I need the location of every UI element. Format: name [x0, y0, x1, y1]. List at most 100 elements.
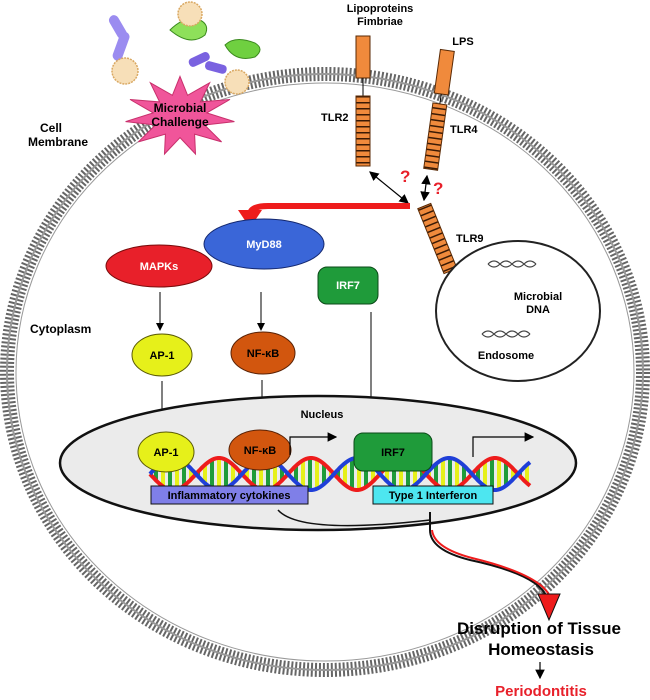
myd88-node	[203, 218, 325, 270]
dna-base-pair	[371, 466, 375, 482]
dna-base-pair	[301, 460, 305, 488]
dna-base-pair	[504, 462, 508, 486]
type1-interferon-label: Type 1 Interferon	[389, 490, 478, 502]
nfkb-nucleus-node	[228, 429, 292, 471]
question-mark-2: ?	[433, 179, 443, 198]
dna-base-pair	[385, 466, 389, 482]
dna-base-pair	[476, 467, 480, 481]
dna-base-pair	[455, 460, 459, 488]
nfkb-top-label: NF-κB	[247, 348, 279, 360]
dna-base-pair	[175, 458, 179, 490]
dna-base-pair	[441, 459, 445, 489]
disruption-label-1: Disruption of Tissue	[457, 619, 621, 638]
mapks-node	[105, 244, 213, 288]
dna-base-pair	[259, 458, 263, 490]
dna-base-pair	[434, 463, 438, 485]
transcription-arrow-2	[472, 432, 535, 457]
dna-base-pair	[322, 463, 326, 485]
endosome	[435, 240, 601, 382]
output-curved-arrow	[277, 509, 561, 622]
tlr4-tlr9-arrow	[420, 174, 431, 202]
tlr2-receptor	[355, 35, 371, 167]
nfkb-nucleus-label: NF-κB	[244, 445, 276, 457]
dna-base-pair	[217, 458, 221, 490]
dna-base-pair	[525, 464, 529, 484]
periodontitis-label: Periodontitis	[495, 683, 587, 700]
tlr9-label: TLR9	[456, 233, 484, 245]
dna-base-pair	[224, 459, 228, 489]
dna-base-pair	[168, 458, 172, 490]
dna-base-pair	[308, 458, 312, 490]
dna-base-pair	[294, 465, 298, 483]
dna-base-pair	[483, 461, 487, 487]
dna-helix-icon	[487, 260, 537, 268]
cell-membrane-label-1: Cell	[40, 121, 62, 135]
dna-base-pair	[315, 459, 319, 489]
irf7-nucleus-node	[353, 432, 433, 472]
tlr2-tlr9-arrow	[369, 171, 409, 204]
dna-base-pair	[448, 458, 452, 490]
dna-base-pair	[350, 458, 354, 490]
cell-membrane-label-2: Membrane	[28, 135, 88, 149]
dna-base-pair	[266, 458, 270, 490]
nucleus-label: Nucleus	[301, 409, 344, 421]
transcription-arrow-1	[289, 432, 338, 455]
lps-label: LPS	[452, 36, 473, 48]
dna-base-pair	[392, 460, 396, 488]
cytoplasm-label: Cytoplasm	[30, 322, 91, 336]
dna-base-pair	[364, 460, 368, 488]
dna-base-pair	[252, 462, 256, 486]
dna-base-pair	[413, 463, 417, 485]
dna-base-pair	[203, 464, 207, 484]
ap1-nucleus-node	[137, 431, 195, 473]
question-mark-1: ?	[400, 167, 410, 186]
tlr4-label: TLR4	[450, 124, 478, 136]
dna-base-pair	[329, 470, 333, 478]
dna-base-pair	[280, 467, 284, 481]
ap1-top-label: AP-1	[149, 350, 174, 362]
dna-base-pair	[336, 469, 340, 479]
dna-base-pair	[399, 458, 403, 490]
dna-base-pair	[154, 467, 158, 481]
dna-base-pair	[343, 463, 347, 485]
tlr9-to-myd88-arrow	[238, 203, 410, 228]
dna-base-pair	[273, 461, 277, 487]
dna-base-pair	[210, 459, 214, 489]
dna-base-pair	[182, 462, 186, 486]
dna-base-pair	[161, 461, 165, 487]
dna-base-pair	[427, 470, 431, 478]
cell-membrane	[0, 67, 650, 677]
dna-base-pair	[231, 464, 235, 484]
dna-base-pair	[189, 468, 193, 480]
endosome-label: Endosome	[478, 350, 534, 362]
microbial-challenge-burst: Microbial Challenge	[125, 75, 235, 156]
bacteria-cluster-icon	[108, 1, 261, 95]
tlr4-receptor	[423, 48, 455, 171]
fimbriae-label: Fimbriae	[357, 16, 403, 28]
nfkb-top-node	[230, 331, 296, 375]
microbial-dna-label-1: Microbial	[514, 291, 562, 303]
inflammatory-cytokines-label: Inflammatory cytokines	[168, 490, 291, 502]
disruption-label-2: Homeostasis	[488, 640, 594, 659]
lipoproteins-label: Lipoproteins	[347, 3, 414, 15]
microbial-dna-label-2: DNA	[526, 304, 550, 316]
dna-base-pair	[497, 458, 501, 490]
irf7-top-label: IRF7	[336, 280, 360, 292]
dna-base-pair	[462, 465, 466, 483]
dna-base-pair	[511, 468, 515, 480]
dna-helix-icon-2	[481, 330, 531, 338]
tlr2-label: TLR2	[321, 112, 349, 124]
dna-base-pair	[357, 458, 361, 490]
irf7-nucleus-label: IRF7	[381, 447, 405, 459]
dna-base-pair	[420, 469, 424, 479]
dna-base-pair	[490, 458, 494, 490]
myd88-label: MyD88	[246, 239, 281, 251]
ap1-nucleus-label: AP-1	[153, 447, 178, 459]
dna-base-pair	[245, 468, 249, 480]
microbial-challenge-label-2: Challenge	[151, 115, 209, 129]
ap1-top-node	[131, 333, 193, 377]
dna-base-pair	[406, 458, 410, 490]
irf7-top-node	[317, 266, 379, 305]
type1-interferon-box	[372, 485, 494, 505]
